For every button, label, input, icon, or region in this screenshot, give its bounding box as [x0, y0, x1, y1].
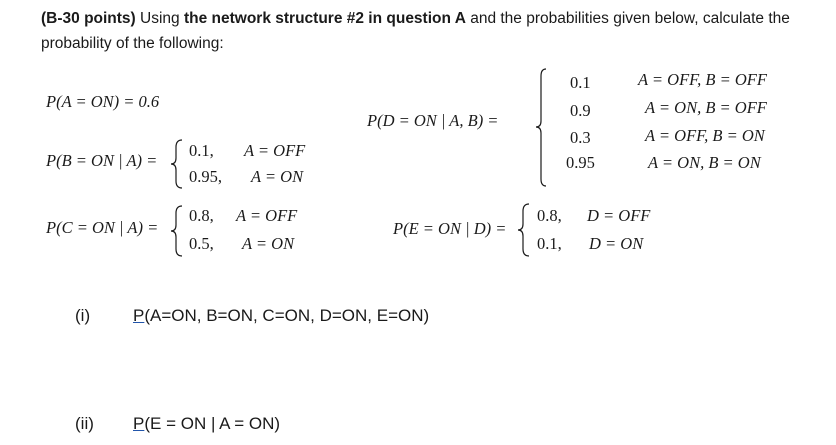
pb-cond-2: A = ON [251, 167, 304, 186]
question-i-expr: (A=ON, B=ON, C=ON, D=ON, E=ON) [144, 306, 430, 325]
brace-pb [170, 139, 183, 189]
pb-cond-1: A = OFF [244, 141, 306, 160]
question-ii-label: (ii) [75, 414, 94, 433]
formula-pe-lhs: P(E = ON | D) = [393, 219, 507, 238]
pd-cond-1: A = OFF, B = OFF [638, 70, 767, 89]
statement-text-1: Using [135, 10, 184, 27]
pc-cond-2: A = ON [242, 234, 295, 253]
brace-pc [170, 205, 183, 257]
pd-value-1: 0.1 [570, 73, 591, 92]
pb-value-2: 0.95, [189, 167, 222, 186]
pd-value-4: 0.95 [566, 153, 595, 172]
question-i-text: P(A=ON, B=ON, C=ON, D=ON, E=ON) [133, 306, 429, 326]
formula-pd-lhs: P(D = ON | A, B) = [367, 111, 499, 130]
pd-cond-3: A = OFF, B = ON [645, 126, 765, 145]
formula-pa: P(A = ON) = 0.6 [46, 92, 160, 111]
pd-cond-2: A = ON, B = OFF [645, 98, 767, 117]
pe-cond-2: D = ON [589, 234, 644, 253]
pc-cond-1: A = OFF [236, 206, 298, 225]
question-ii-text: P(E = ON | A = ON) [133, 414, 280, 434]
brace-pd [535, 68, 547, 187]
question-ii-p: P [133, 414, 145, 433]
pb-value-1: 0.1, [189, 141, 214, 160]
question-ii-expr: (E = ON | A = ON) [144, 414, 281, 433]
pc-value-1: 0.8, [189, 206, 214, 225]
pd-cond-4: A = ON, B = ON [648, 153, 761, 172]
points-label: (B-30 points) [41, 10, 136, 27]
pe-value-2: 0.1, [537, 234, 562, 253]
formula-pc-lhs: P(C = ON | A) = [46, 218, 159, 237]
question-i-p: P [133, 306, 145, 325]
brace-pe [517, 203, 530, 257]
pd-value-2: 0.9 [570, 101, 591, 120]
formula-pb-lhs: P(B = ON | A) = [46, 151, 158, 170]
question-i-label: (i) [75, 306, 91, 325]
network-reference: the network structure #2 in question A [183, 10, 466, 27]
problem-statement: (B-30 points) Using the network structur… [41, 6, 821, 56]
pd-value-3: 0.3 [570, 128, 591, 147]
statement-text-2: and the probabilities given below, calcu… [41, 10, 790, 52]
pe-value-1: 0.8, [537, 206, 562, 225]
pe-cond-1: D = OFF [587, 206, 651, 225]
pc-value-2: 0.5, [189, 234, 214, 253]
